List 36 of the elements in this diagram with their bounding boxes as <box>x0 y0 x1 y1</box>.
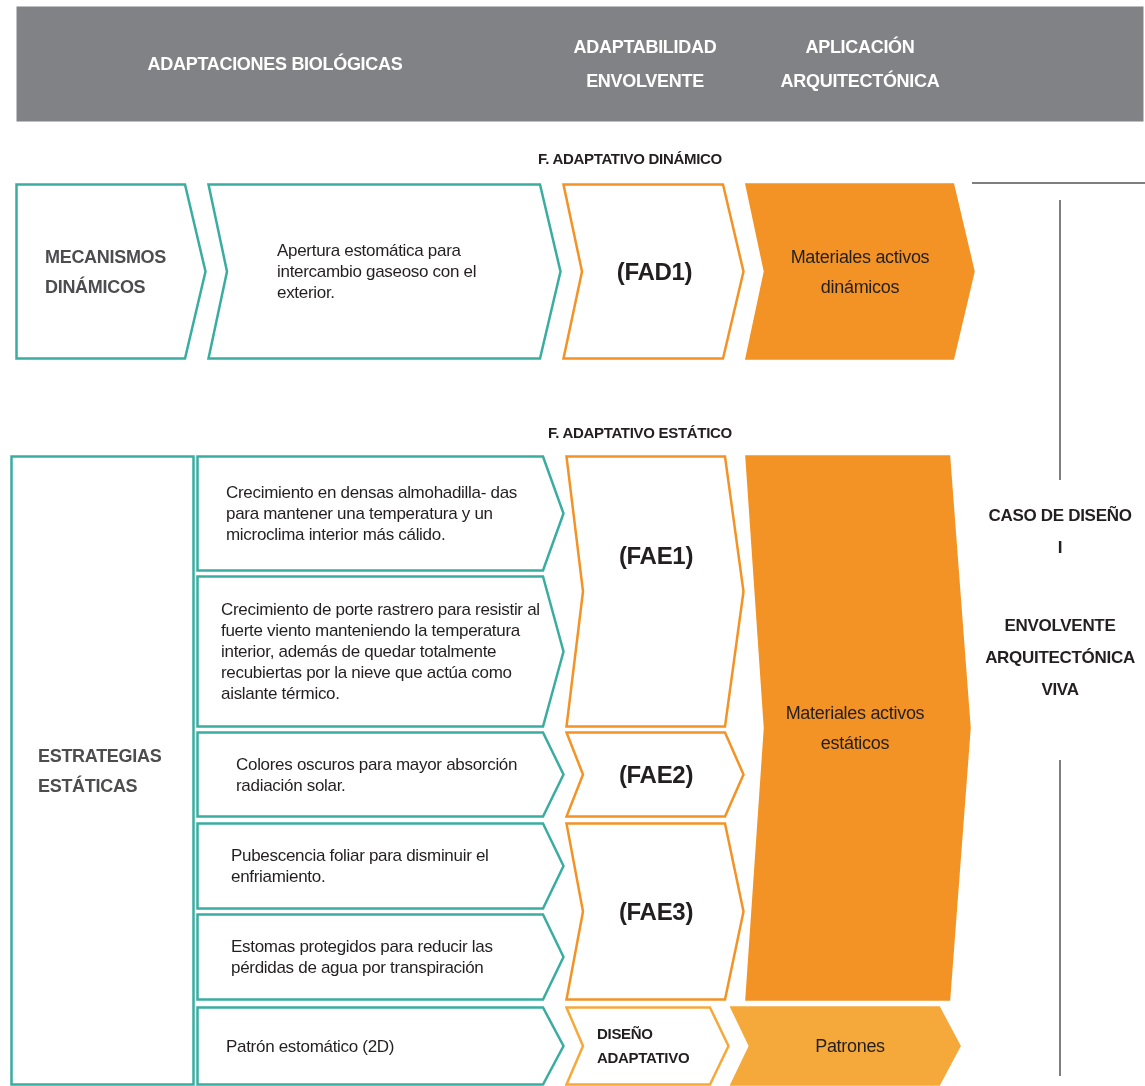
chevron-box <box>565 455 745 728</box>
description-text: Materiales activos dinámicos <box>789 245 931 299</box>
chevron-box <box>565 1006 730 1086</box>
strategy-panel <box>10 455 195 1086</box>
chevron-box <box>562 183 745 360</box>
chevron-box <box>196 822 565 910</box>
chevron-box <box>196 913 565 1001</box>
chevron-box <box>196 455 565 572</box>
chevron-box <box>196 575 565 728</box>
description-text: Colores oscuros para mayor absorción radiación solar. <box>236 753 519 796</box>
section-label: F. ADAPTATIVO ESTÁTICO <box>548 424 732 441</box>
chevron-box <box>207 183 562 360</box>
column-heading: APLICACIÓN ARQUITECTÓNICA <box>779 35 941 93</box>
description-text: Patrón estomático (2D) <box>226 1035 395 1057</box>
column-heading: ADAPTABILIDAD ENVOLVENTE <box>572 36 718 93</box>
chevron-box <box>565 822 745 1001</box>
chevron-box <box>565 731 745 818</box>
description-text: Apertura estomática para intercambio gaseoso con el exterior. <box>277 240 478 303</box>
header-band <box>15 5 1145 123</box>
description-text: Estomas protegidos para reducir las pérdidas de agua por transpiración <box>231 936 494 978</box>
section-label: F. ADAPTATIVO DINÁMICO <box>538 150 722 167</box>
chevron-box <box>745 455 971 1001</box>
chevron-box <box>730 1006 961 1086</box>
category-label: DISEÑO ADAPTATIVO <box>597 1024 691 1068</box>
chevron-box <box>15 183 207 360</box>
case-title: ENVOLVENTE ARQUITECTÓNICA VIVA <box>985 616 1135 699</box>
description-text: Materiales activos estáticos <box>784 702 926 755</box>
description-text: Crecimiento de porte rastrero para resistir al fuerte viento manteniendo la temperatura interior, además de quedar totalmente recubiertas por la nieve que actúa como aislante térmico. <box>221 599 541 704</box>
chevron-box <box>745 183 975 360</box>
description-text: Patrones <box>815 1035 885 1058</box>
category-label: ESTRATEGIAS ESTÁTICAS <box>38 744 163 798</box>
category-label: MECANISMOS DINÁMICOS <box>45 245 167 299</box>
case-title: CASO DE DISEÑO I <box>988 506 1132 557</box>
description-text: Pubescencia foliar para disminuir el enfriamiento. <box>231 845 490 887</box>
column-heading: ADAPTACIONES BIOLÓGICAS <box>147 52 403 76</box>
description-text: Crecimiento en densas almohadilla- das para mantener una temperatura y un microclima interior más cálido. <box>226 482 518 545</box>
